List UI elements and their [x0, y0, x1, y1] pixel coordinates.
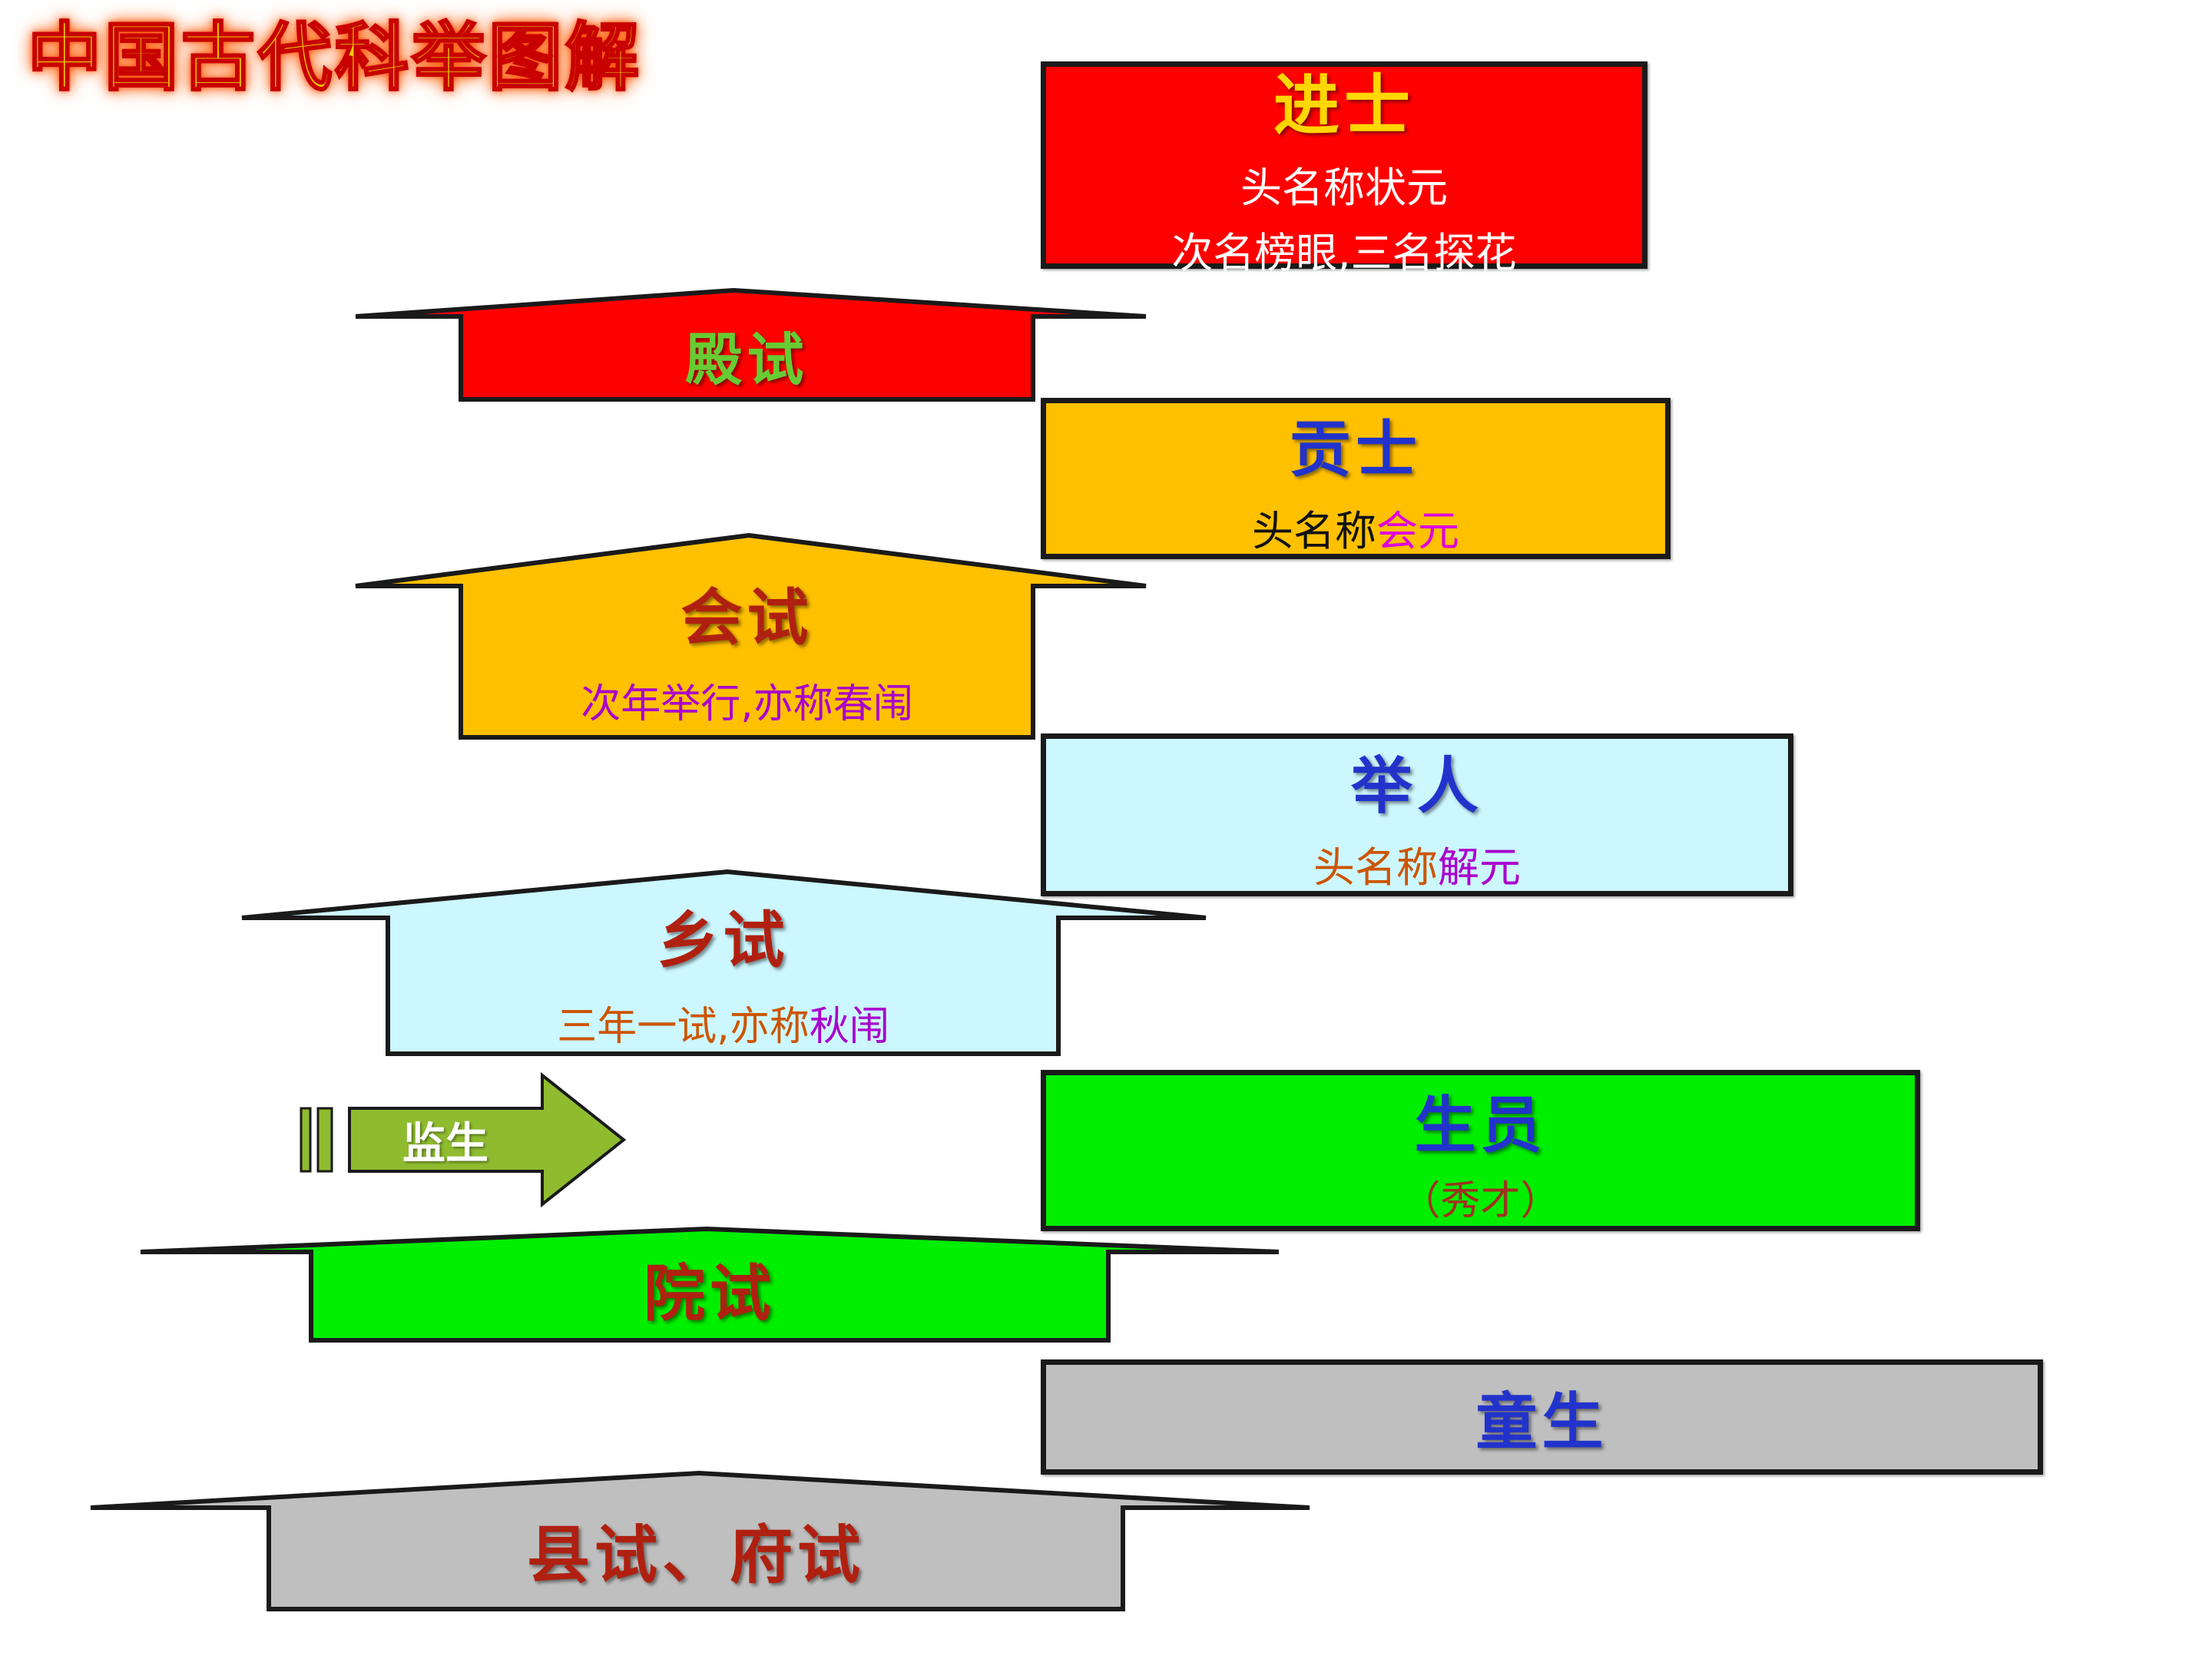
jinshi-line1: 头名称状元	[1240, 163, 1448, 212]
xiangshi-arrow-shape	[241, 869, 1207, 1056]
tongsheng-title: 童生	[1475, 1386, 1608, 1458]
gongshi-title: 贡士	[1290, 413, 1422, 485]
jinshi-title: 进士	[1273, 67, 1415, 144]
yuanshi-label-wrap: 院试	[311, 1237, 1108, 1340]
dianshi-arrow-shape	[355, 287, 1147, 402]
diagram-title: 中国古代科举图解	[27, 15, 642, 101]
jinshi-box: 进士 头名称状元 次名榜眼,三名探花	[1041, 61, 1647, 277]
huishi-sub: 次年举行,亦称春闱	[581, 681, 913, 727]
gongshi-sub-prefix: 头名称	[1252, 506, 1376, 555]
xiangshi-sub: 三年一试,亦称秋闱	[557, 994, 889, 1051]
tongsheng-box: 童生	[1041, 1359, 2043, 1475]
huishi-arrow-shape	[355, 532, 1147, 740]
dianshi-label-wrap: 殿试	[461, 311, 1033, 399]
jiansheng-label: 监生	[402, 1118, 488, 1169]
huishi-label-wrap: 会试 次年举行,亦称春闱	[461, 561, 1033, 737]
huishi-label: 会试	[680, 582, 813, 654]
shengyuan-sub: （秀才）	[1400, 1177, 1561, 1224]
juren-sub-prefix: 头名称	[1313, 843, 1438, 892]
xianfu-label: 县试、府试	[526, 1519, 865, 1592]
juren-sub: 头名称解元	[1313, 833, 1521, 894]
juren-sub-highlight: 解元	[1438, 843, 1521, 892]
juren-title: 举人	[1351, 750, 1483, 822]
xianfu-arrow-shape	[90, 1470, 1310, 1611]
xiangshi-sub-prefix: 三年一试,亦称	[557, 1004, 810, 1050]
dianshi-label: 殿试	[685, 327, 809, 393]
yuanshi-arrow-shape	[140, 1226, 1280, 1343]
xiangshi-label-wrap: 乡试 三年一试,亦称秋闱	[388, 883, 1058, 1054]
xiangshi-label: 乡试	[657, 905, 790, 976]
juren-box: 举人 头名称解元	[1041, 733, 1793, 896]
shengyuan-title: 生员	[1414, 1089, 1547, 1161]
xianfu-label-wrap: 县试、府试	[269, 1490, 1123, 1609]
xiangshi-sub-highlight: 秋闱	[809, 1004, 889, 1050]
jinshi-line2: 次名榜眼,三名探花	[1171, 228, 1517, 277]
jiansheng-stripe-2	[316, 1107, 333, 1173]
gongshi-sub: 头名称会元	[1252, 497, 1459, 558]
jiansheng-stripe-1	[300, 1107, 312, 1173]
shengyuan-box: 生员 （秀才）	[1041, 1070, 1920, 1231]
yuanshi-label: 院试	[644, 1257, 776, 1330]
jiansheng-arrow-shape	[348, 1071, 627, 1208]
jiansheng-label-wrap: 监生	[349, 1108, 541, 1171]
gongshi-box: 贡士 头名称会元	[1041, 398, 1671, 559]
gongshi-sub-highlight: 会元	[1376, 506, 1459, 555]
